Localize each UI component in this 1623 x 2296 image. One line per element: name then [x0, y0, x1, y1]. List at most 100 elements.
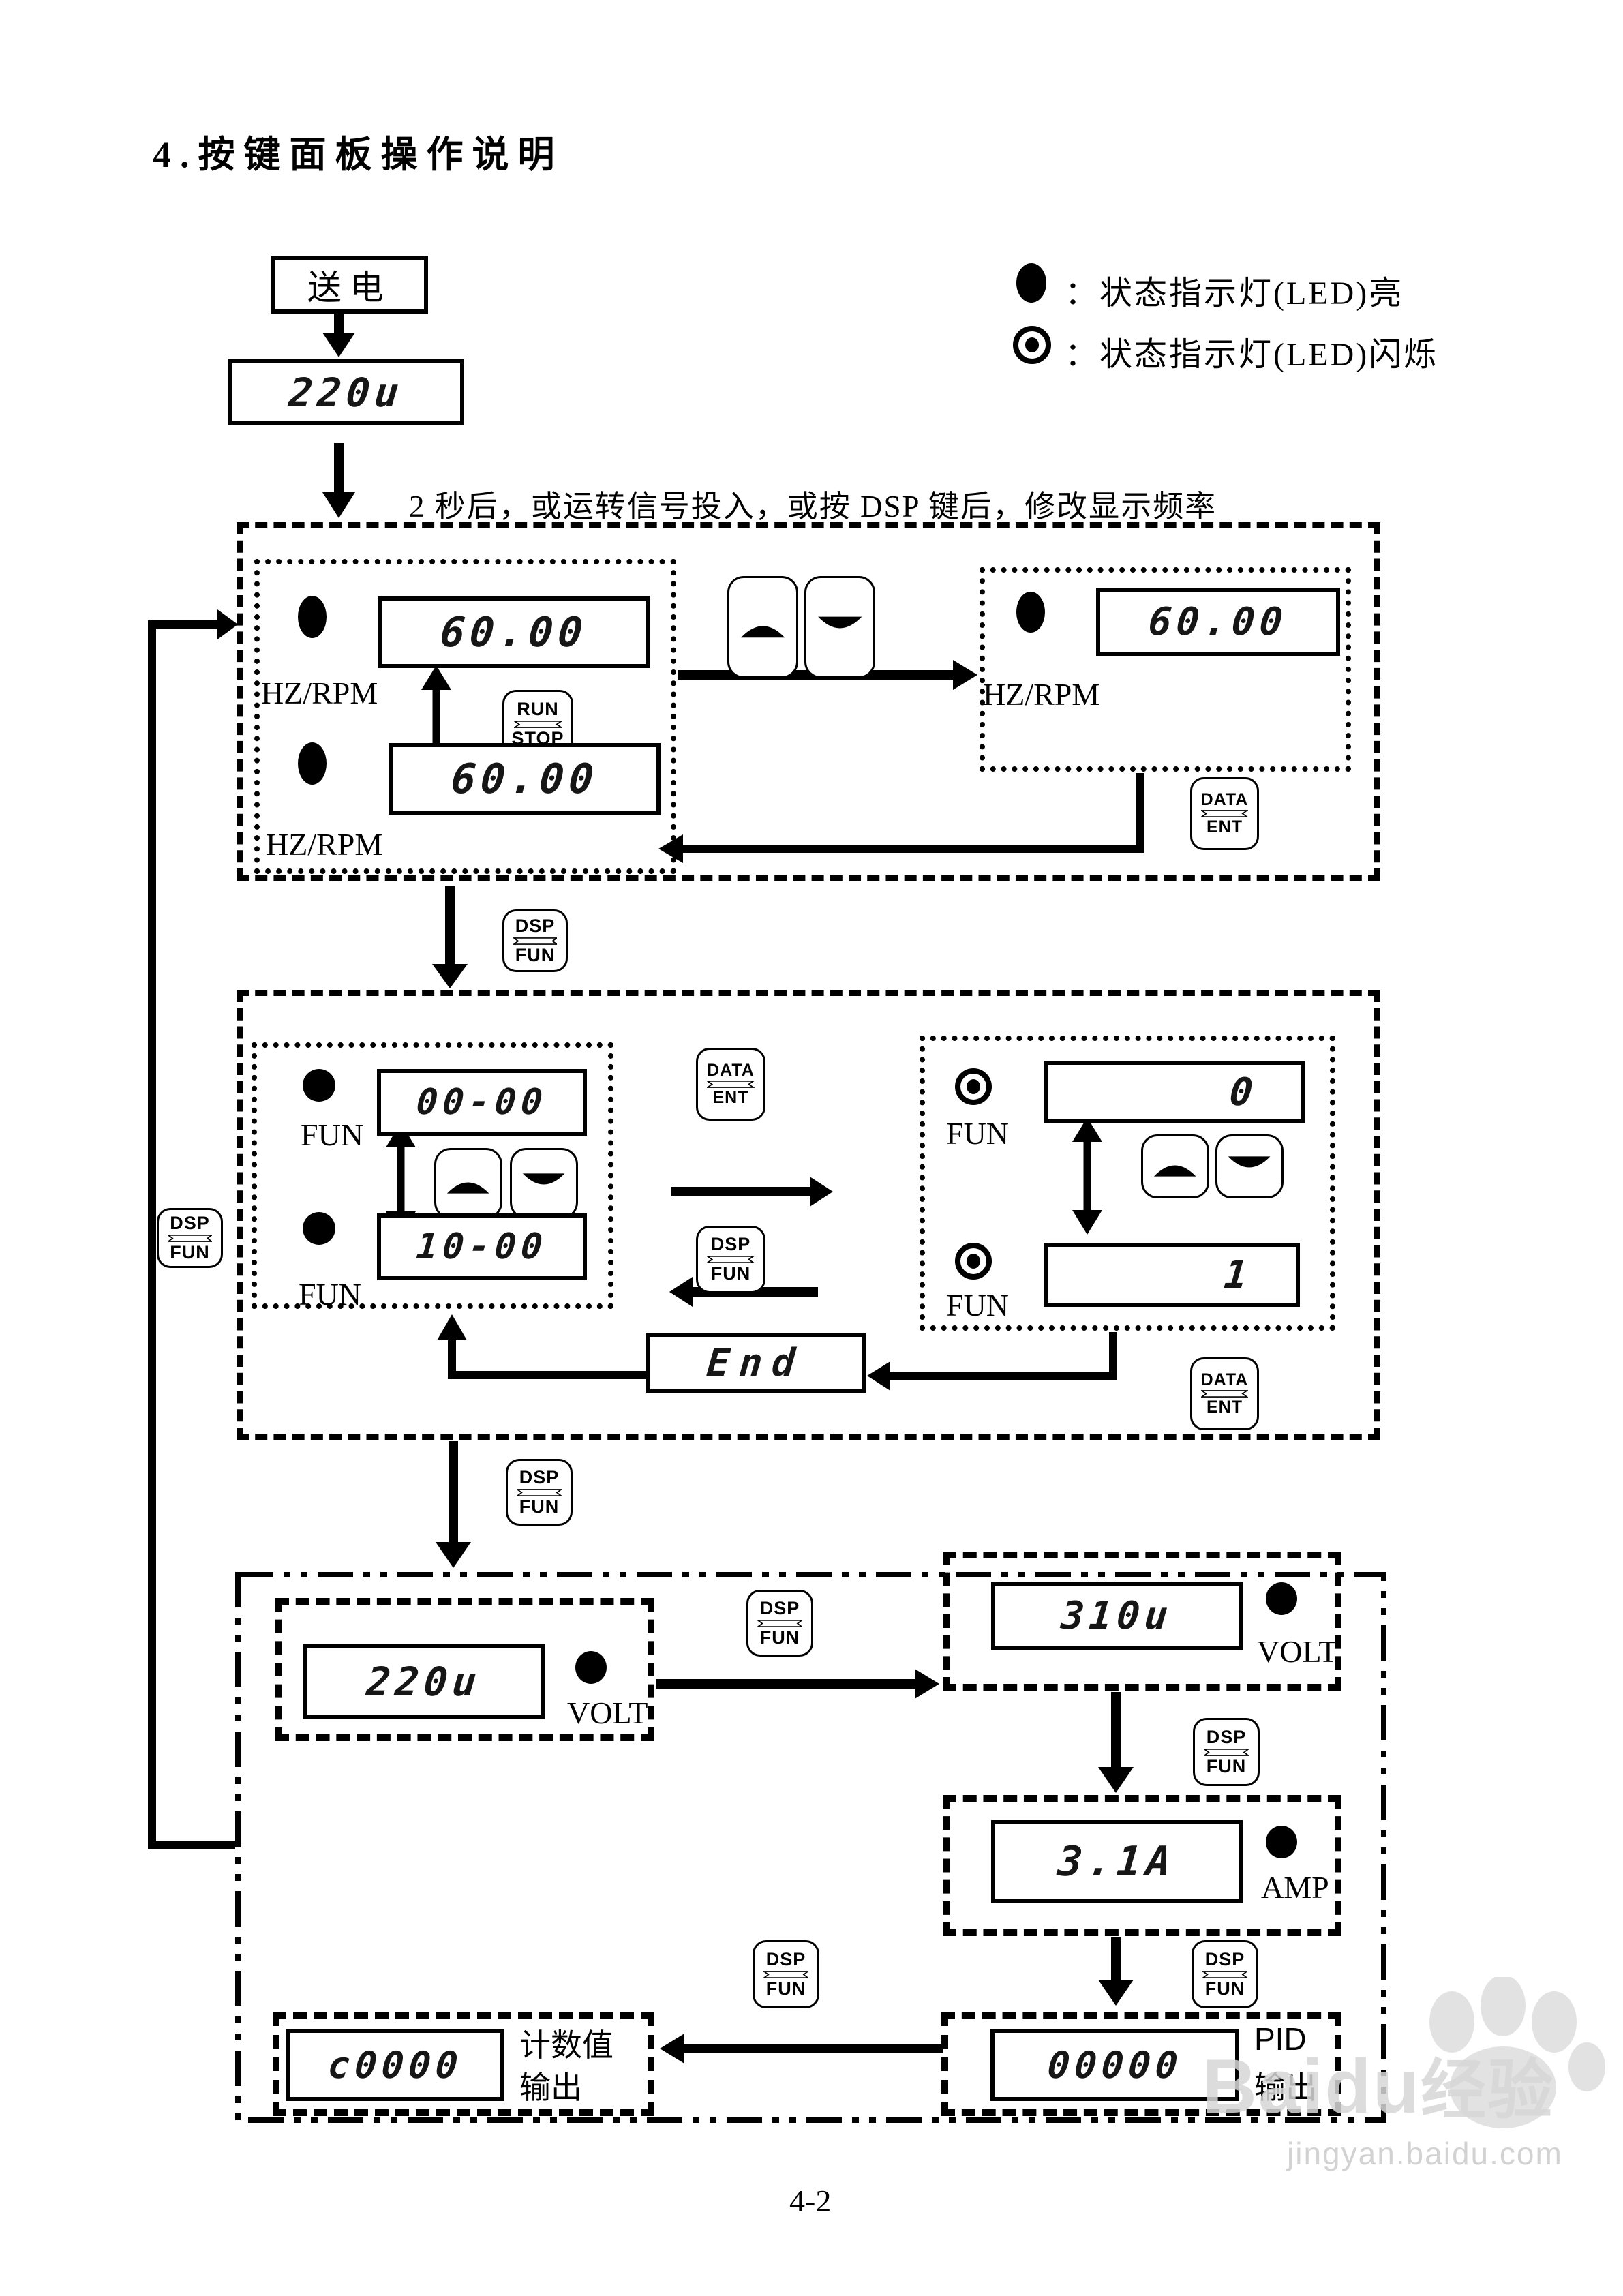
key-ribbon-icon: [1201, 810, 1248, 817]
parameter-value-bottom: 1: [1222, 1252, 1254, 1297]
fun-label-value-top: FUN: [946, 1116, 1010, 1151]
stop-frequency-display: 60.00: [378, 596, 650, 668]
set-frequency-value: 60.00: [1147, 599, 1290, 644]
function-value-group: [920, 1036, 1335, 1331]
volt-led2-icon: [1266, 1582, 1297, 1615]
boot-display: 220u: [228, 359, 464, 425]
watermark-brand: Baidu经验: [1202, 2044, 1555, 2129]
double-arrow-box2-right: [1072, 1117, 1102, 1235]
run-frequency-value: 60.00: [449, 755, 601, 803]
fun-label-bottom: FUN: [299, 1277, 362, 1312]
dsp-key-label: DSP: [1204, 1948, 1245, 1969]
counter-display: c0000: [286, 2029, 504, 2101]
key-ribbon-icon: [516, 1488, 562, 1496]
dsp-key-label: DSP: [759, 1597, 800, 1618]
power-on-box: 送电: [271, 256, 428, 314]
connector-value-to-end: [867, 1332, 1117, 1391]
fun-key-label: FUN: [170, 1241, 210, 1263]
parameter-value-top: 0: [1228, 1070, 1260, 1115]
pid-display: 00000: [990, 2029, 1239, 2101]
dsp-fun-key-loop: DSP FUN: [157, 1208, 223, 1268]
down-arrow-icon: [1228, 1156, 1271, 1168]
data-key-label: DATA: [1200, 1370, 1249, 1389]
amp-label: AMP: [1261, 1870, 1329, 1905]
dsp-key-label: DSP: [1206, 1726, 1247, 1747]
down-arrow-icon: [817, 616, 862, 629]
frequency-local-group: [254, 559, 676, 874]
ent-key-label: ENT: [1207, 1398, 1243, 1417]
counter-output-label: 输出: [519, 2070, 582, 2105]
dsp-key-label: DSP: [519, 1466, 560, 1487]
dsp-key-label: DSP: [515, 915, 556, 936]
connector-end-to-group: [437, 1314, 646, 1379]
up-arrow-icon: [447, 1182, 489, 1194]
arrow-box1-to-box2: [432, 886, 468, 988]
current-value: 3.1A: [1056, 1838, 1178, 1886]
fun-key-label: FUN: [515, 944, 556, 965]
dsp-fun-key-box1-to-box2: DSP FUN: [502, 909, 568, 972]
data-ent-key-box1: DATA ENT: [1190, 777, 1259, 850]
watermark-site: jingyan.baidu.com: [1287, 2136, 1563, 2171]
hz-rpm-label-set: HZ/RPM: [983, 677, 1100, 712]
output-volt-subbox: [943, 1552, 1341, 1691]
led-blink-icon: [1013, 326, 1051, 364]
dsp-key-label: DSP: [765, 1948, 806, 1969]
fun-key-label: FUN: [519, 1496, 560, 1517]
arrow-volt2-to-amp: [1098, 1692, 1134, 1793]
arrow-box2-to-box3: [436, 1441, 471, 1568]
output-volt-display: 310u: [991, 1582, 1243, 1650]
watermark-brand-cn: 经验: [1421, 2054, 1555, 2127]
boot-display-value: 220u: [287, 369, 406, 416]
dsp-fun-key-volt-to-amp: DSP FUN: [1193, 1718, 1260, 1786]
pid-subbox: [941, 2012, 1341, 2116]
down-key: [804, 576, 875, 678]
parameter-value-display-top: 0: [1044, 1061, 1305, 1123]
hz-led-set-icon: [1016, 592, 1045, 633]
function-box: [237, 990, 1380, 1440]
watermark-paw-icon: [1391, 1975, 1616, 2144]
counter-subbox: [273, 2012, 654, 2116]
dc-volt-subbox: [275, 1598, 654, 1741]
fun-led-blink-bottom-icon: [955, 1243, 992, 1280]
counter-value: c0000: [326, 2043, 465, 2087]
current-display: 3.1A: [991, 1820, 1243, 1903]
amp-led-icon: [1266, 1826, 1297, 1858]
hz-led-bottom-icon: [298, 742, 327, 785]
dc-volt-value: 220u: [365, 1659, 483, 1705]
dsp-fun-key-pid-to-counter: DSP FUN: [753, 1940, 819, 2008]
ent-key-label: ENT: [1207, 817, 1243, 836]
key-ribbon-icon: [757, 1619, 803, 1627]
function-group-top-value: 00-00: [414, 1082, 549, 1123]
data-ent-key-box2: DATA ENT: [696, 1048, 765, 1121]
page-number: 4-2: [789, 2184, 832, 2218]
data-key-label: DATA: [707, 1060, 755, 1080]
fun-led-blink-top-icon: [955, 1068, 992, 1105]
parameter-value-display-bottom: 1: [1044, 1243, 1300, 1307]
up-key-box2: [434, 1148, 502, 1219]
boot-note: 2 秒后，或运转信号投入，或按 DSP 键后，修改显示频率: [409, 489, 1217, 524]
up-arrow-icon: [740, 626, 785, 638]
counter-label: 计数值: [519, 2028, 613, 2063]
fun-key-label: FUN: [710, 1263, 751, 1284]
dsp-fun-key-volt: DSP FUN: [746, 1590, 813, 1657]
hz-rpm-label-bottom: HZ/RPM: [266, 827, 383, 862]
fun-key-label: FUN: [1204, 1978, 1245, 1999]
arrow-boot-to-box1: [322, 443, 355, 518]
end-display: End: [646, 1333, 866, 1393]
function-group-display-bottom: 10-00: [377, 1213, 587, 1280]
arrow-box2-right: [671, 1177, 833, 1207]
arrow-volt1-to-volt2: [656, 1669, 939, 1699]
dsp-key-label: DSP: [170, 1212, 210, 1233]
function-group-select: [252, 1042, 613, 1309]
power-on-label: 送电: [307, 268, 392, 307]
fun-label-top: FUN: [301, 1117, 364, 1152]
arrow-power-to-boot: [322, 314, 355, 357]
volt-label-left: VOLT: [567, 1695, 648, 1730]
volt-led-icon: [575, 1651, 607, 1684]
dsp-key-label: DSP: [710, 1234, 751, 1255]
legend-led-on: ：状态指示灯(LED)亮: [1065, 275, 1404, 312]
key-ribbon-icon: [1201, 1390, 1248, 1398]
fun-led-top-icon: [303, 1069, 335, 1102]
pid-output-label: 输出: [1254, 2070, 1317, 2105]
